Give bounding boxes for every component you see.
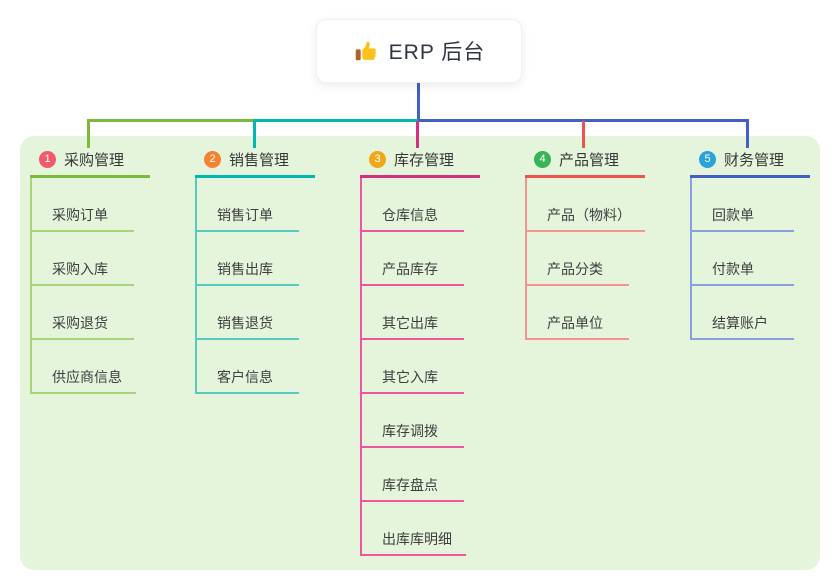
- child-node[interactable]: 产品库存: [362, 232, 464, 286]
- branch-children: 产品（物料） 产品分类产品单位: [525, 178, 645, 340]
- child-label: 其它入库: [382, 369, 438, 385]
- child-node[interactable]: 产品（物料）: [527, 178, 645, 232]
- branch-head[interactable]: 5 财务管理: [690, 147, 810, 178]
- branch-drop-1: [87, 119, 90, 148]
- child-label: 产品分类: [547, 261, 603, 277]
- child-node[interactable]: 回款单: [692, 178, 794, 232]
- child-label: 客户信息: [217, 369, 273, 385]
- child-label: 采购退货: [52, 315, 108, 331]
- branch-node-2: 2 销售管理 销售订单销售出库销售退货客户信息: [195, 147, 315, 394]
- child-node[interactable]: 采购入库: [32, 232, 134, 286]
- thumbs-up-icon: [355, 41, 376, 61]
- branch-head[interactable]: 4 产品管理: [525, 147, 645, 178]
- child-label: 其它出库: [382, 315, 438, 331]
- branch-number-badge: 5: [699, 150, 716, 168]
- root-node[interactable]: ERP 后台: [316, 19, 522, 83]
- mindmap-panel: [20, 136, 820, 570]
- child-node[interactable]: 供应商信息: [32, 340, 136, 394]
- branch-drop-2: [253, 119, 256, 148]
- branch-number-badge: 1: [39, 150, 56, 168]
- child-node[interactable]: 付款单: [692, 232, 794, 286]
- child-label: 出库库明细: [382, 531, 452, 547]
- child-label: 回款单: [712, 207, 754, 223]
- child-node[interactable]: 采购退货: [32, 286, 134, 340]
- child-label: 采购订单: [52, 207, 108, 223]
- branch-number-badge: 2: [204, 150, 221, 168]
- branch-drop-3: [416, 121, 419, 148]
- child-label: 库存盘点: [382, 477, 438, 493]
- child-node[interactable]: 客户信息: [197, 340, 299, 394]
- child-node[interactable]: 出库库明细: [362, 502, 466, 556]
- branch-children: 采购订单采购入库采购退货供应商信息: [30, 178, 136, 394]
- branch-number-badge: 4: [534, 150, 551, 168]
- child-label: 销售出库: [217, 261, 273, 277]
- child-node[interactable]: 销售订单: [197, 178, 299, 232]
- child-label: 库存调拨: [382, 423, 438, 439]
- branch-number-badge: 3: [369, 150, 386, 168]
- branch-label: 产品管理: [559, 151, 620, 169]
- branch-label: 库存管理: [394, 151, 455, 169]
- child-node[interactable]: 仓库信息: [362, 178, 464, 232]
- child-label: 供应商信息: [52, 369, 122, 385]
- bus-segment-3: [418, 119, 749, 122]
- branch-children: 销售订单销售出库销售退货客户信息: [195, 178, 299, 394]
- child-label: 仓库信息: [382, 207, 438, 223]
- root-connector: [417, 83, 420, 121]
- branch-head[interactable]: 3 库存管理: [360, 147, 480, 178]
- branch-head[interactable]: 2 销售管理: [195, 147, 315, 178]
- child-node[interactable]: 产品分类: [527, 232, 629, 286]
- branch-children: 仓库信息产品库存其它出库其它入库库存调拨库存盘点出库库明细: [360, 178, 466, 556]
- child-node[interactable]: 其它出库: [362, 286, 464, 340]
- child-node[interactable]: 其它入库: [362, 340, 464, 394]
- branch-node-5: 5 财务管理 回款单付款单结算账户: [690, 147, 810, 340]
- branch-node-1: 1 采购管理 采购订单采购入库采购退货供应商信息: [30, 147, 150, 394]
- root-label: ERP 后台: [388, 41, 486, 64]
- child-label: 销售订单: [217, 207, 273, 223]
- child-node[interactable]: 产品单位: [527, 286, 629, 340]
- child-node[interactable]: 库存调拨: [362, 394, 464, 448]
- child-label: 产品（物料）: [547, 207, 631, 223]
- branch-drop-5: [746, 119, 749, 148]
- branch-drop-4: [582, 121, 585, 148]
- child-label: 付款单: [712, 261, 754, 277]
- branch-node-3: 3 库存管理 仓库信息产品库存其它出库其它入库库存调拨库存盘点出库库明细: [360, 147, 480, 556]
- child-label: 采购入库: [52, 261, 108, 277]
- child-node[interactable]: 采购订单: [32, 178, 134, 232]
- bus-segment-1: [87, 119, 254, 122]
- child-label: 产品单位: [547, 315, 603, 331]
- child-node[interactable]: 销售出库: [197, 232, 299, 286]
- bus-segment-2: [254, 119, 418, 122]
- child-label: 销售退货: [217, 315, 273, 331]
- branch-head[interactable]: 1 采购管理: [30, 147, 150, 178]
- branch-node-4: 4 产品管理 产品（物料） 产品分类产品单位: [525, 147, 645, 340]
- branch-label: 销售管理: [229, 151, 290, 169]
- branch-children: 回款单付款单结算账户: [690, 178, 794, 340]
- child-node[interactable]: 结算账户: [692, 286, 794, 340]
- branch-label: 采购管理: [64, 151, 125, 169]
- child-label: 产品库存: [382, 261, 438, 277]
- branch-label: 财务管理: [724, 151, 785, 169]
- child-node[interactable]: 库存盘点: [362, 448, 464, 502]
- child-label: 结算账户: [712, 315, 768, 331]
- child-node[interactable]: 销售退货: [197, 286, 299, 340]
